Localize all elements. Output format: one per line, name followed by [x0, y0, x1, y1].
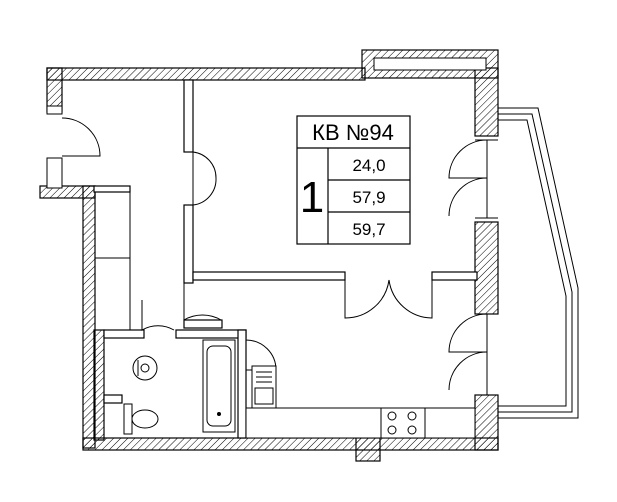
- partition-bath-right: [237, 329, 247, 439]
- partition-room-bottom-right: [431, 271, 478, 281]
- partition-hall-mid: [183, 204, 194, 284]
- wall-top-right-inner: [373, 57, 487, 71]
- wall-left: [82, 185, 96, 449]
- kitchen-counter: [245, 365, 476, 439]
- wardrobe: [94, 191, 131, 331]
- partition-hall-top: [183, 79, 194, 153]
- balcony: [498, 107, 579, 419]
- wall-right-lower: [474, 394, 499, 451]
- stove: [380, 407, 426, 439]
- area-total: 57,9: [352, 188, 385, 207]
- partition-wc-top: [103, 329, 145, 339]
- wall-top: [46, 67, 366, 81]
- wall-left-top: [46, 67, 63, 113]
- washbasin: [132, 355, 158, 381]
- wall-bottom: [82, 437, 499, 451]
- partition-wc-divider: [103, 394, 123, 404]
- bathroom-door: [183, 283, 222, 321]
- doors: [61, 117, 433, 371]
- area-living: 24,0: [352, 156, 385, 175]
- balcony-doors: [448, 139, 498, 396]
- apartment-label: КВ №94: [312, 120, 394, 145]
- partition-corridor: [93, 185, 131, 193]
- entrance-door: [61, 117, 101, 157]
- partition-bath-top: [175, 329, 247, 339]
- apartment-info: [296, 115, 411, 245]
- room-door: [192, 151, 217, 206]
- interior-walls: [93, 79, 478, 439]
- toilet: [123, 403, 159, 435]
- area-with-balcony: 59,7: [352, 220, 385, 239]
- partition-hall-bottom: [183, 319, 223, 329]
- wc-door: [141, 300, 175, 331]
- bathtub: [202, 339, 236, 433]
- wall-right-mid: [474, 221, 499, 315]
- wall-bath-left: [93, 329, 105, 441]
- exterior-walls: [39, 49, 499, 462]
- living-double-door: [344, 279, 433, 319]
- rooms-count: 1: [300, 173, 324, 222]
- entrance-jamb-top: [46, 105, 63, 115]
- entrance-jamb-bottom: [46, 157, 63, 189]
- partition-room-bottom-left: [192, 271, 346, 281]
- wall-right-upper: [474, 67, 499, 137]
